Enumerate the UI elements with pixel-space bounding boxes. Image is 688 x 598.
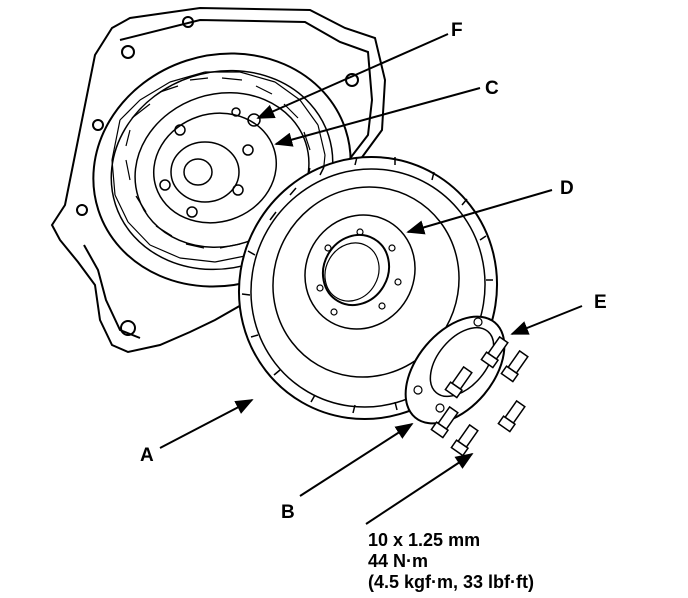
leader-a [159,399,254,449]
bolt [444,365,473,399]
flywheel [237,155,499,421]
drive-plate [404,315,506,425]
bolt [480,335,509,369]
leader-lines [159,33,583,525]
callout-e: E [594,292,607,313]
leader-c [274,87,481,147]
leader-b [299,423,414,497]
callout-b: B [281,502,295,523]
bolt [500,349,529,383]
leader-e [510,305,583,335]
bolt [497,399,526,433]
leader-d [406,189,553,235]
callout-a: A [140,445,154,466]
torque-spec: 10 x 1.25 mm 44 N·m (4.5 kgf·m, 33 lbf·f… [368,530,534,593]
bolt [430,405,459,439]
callout-f: F [451,20,463,41]
callout-d: D [560,178,574,199]
leader-spec [365,453,474,525]
torque-alt-text: (4.5 kgf·m, 33 lbf·ft) [368,572,535,592]
bolt-size-text: 10 x 1.25 mm [368,530,481,550]
flywheel-bolts [430,335,529,457]
bolt [450,423,479,457]
callout-c: C [485,78,499,99]
torque-nm-text: 44 N·m [368,551,429,571]
engine-block-housing [50,6,387,354]
leader-f [256,33,449,119]
